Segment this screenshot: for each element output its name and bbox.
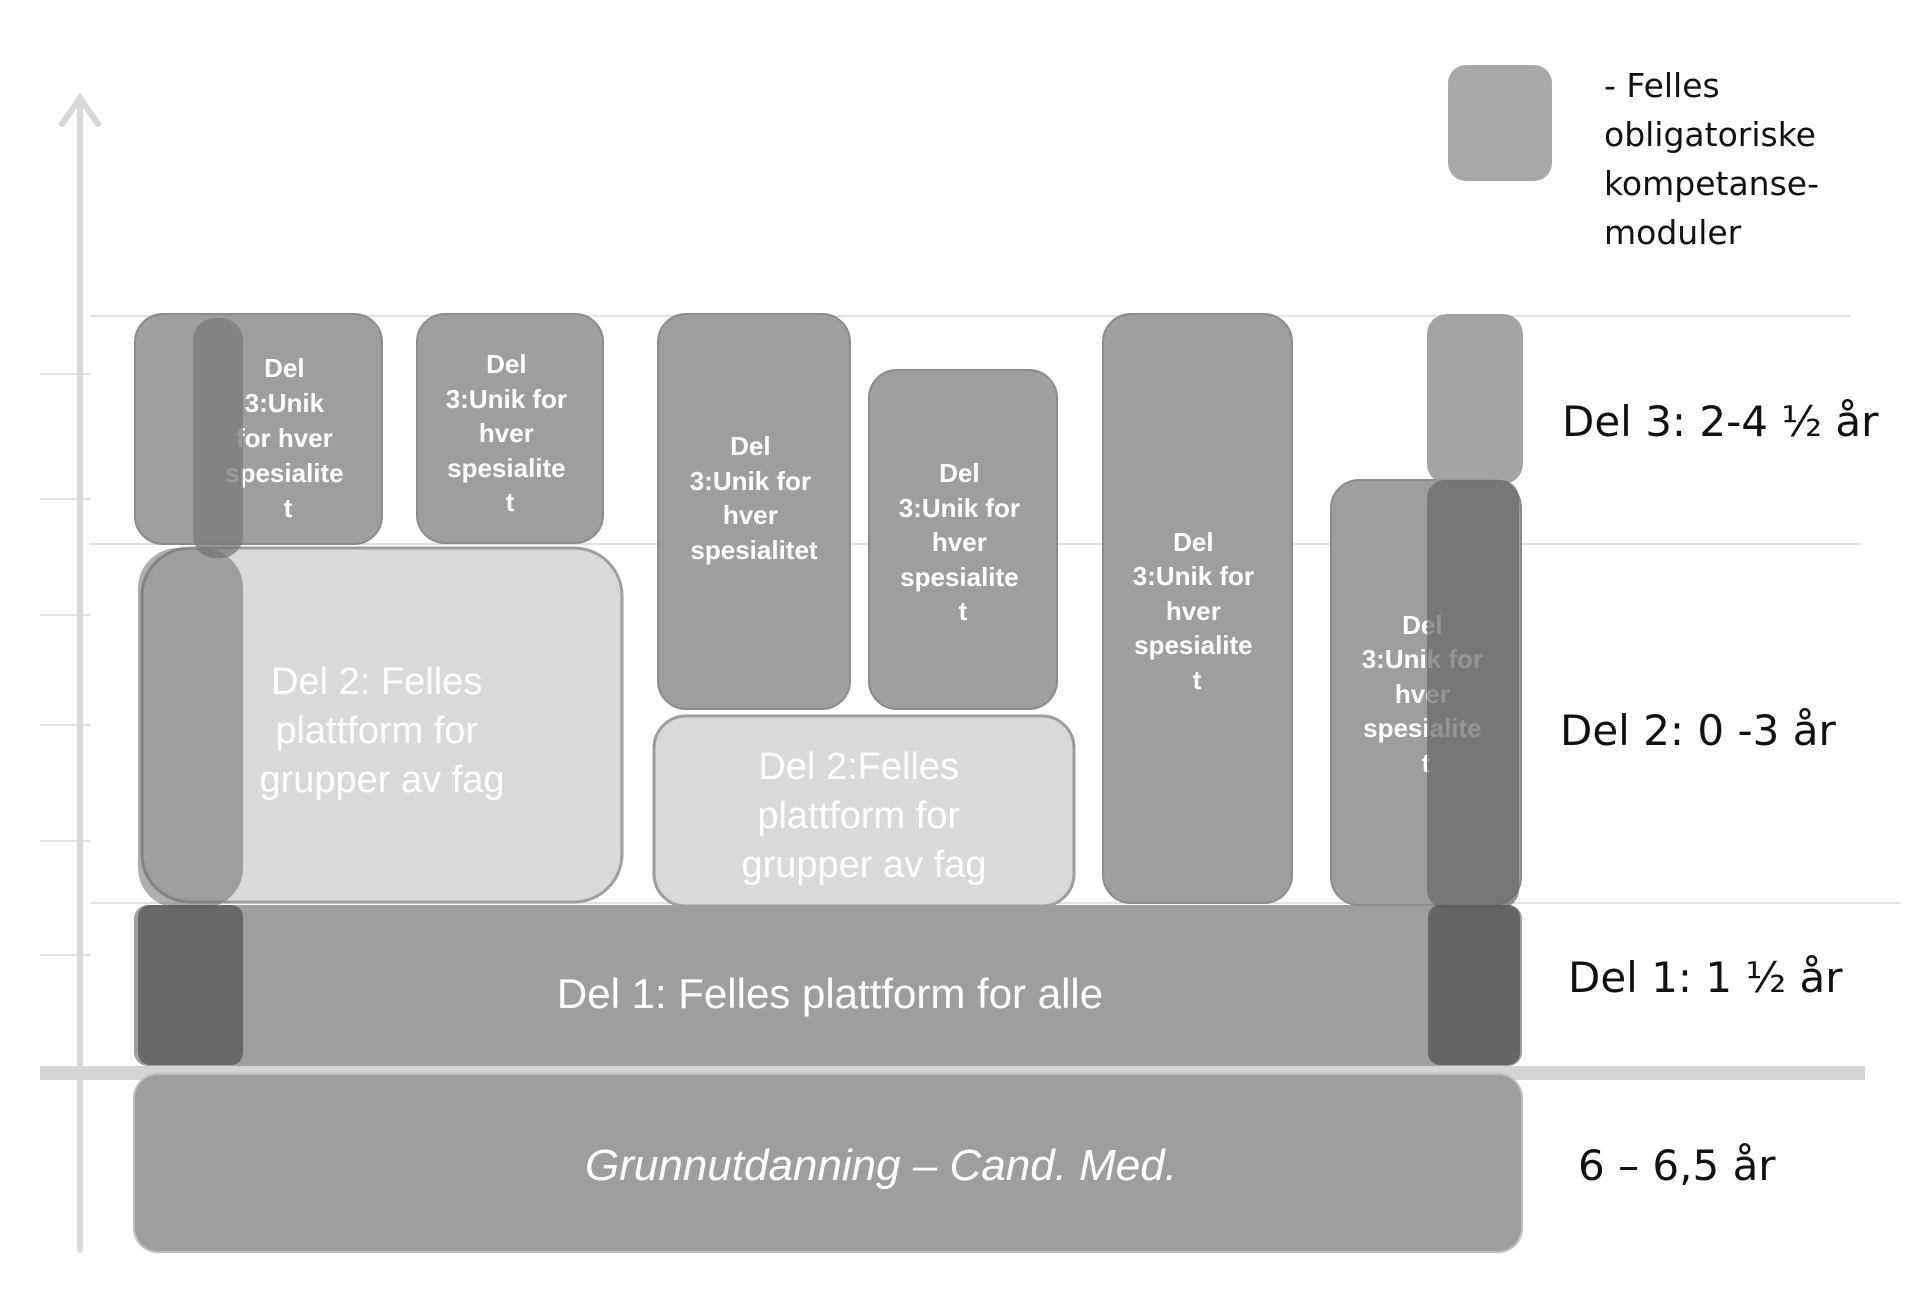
common-module-bar-left (138, 318, 243, 1065)
side-label-del1: Del 1: 1 ½ år (1568, 953, 1843, 1002)
del2-block-b: Del 2:Felles plattform for grupper av fa… (652, 714, 1076, 908)
del1-label: Del 1: Felles plattform for alle (557, 970, 1103, 1017)
grunnutdanning-block: Grunnutdanning – Cand. Med. (133, 1073, 1523, 1253)
legend-swatch (1448, 65, 1552, 181)
del3-block-3: Del 3:Unik for hver spesialitet (657, 313, 851, 710)
del3-block-1: Del 3:Unik for hver spesialite t (134, 313, 383, 545)
del1-block: Del 1: Felles plattform for alle (134, 905, 1522, 1066)
del2-block-b-label: Del 2:Felles plattform for grupper av fa… (741, 746, 986, 886)
del3-block-2: Del 3:Unik for hver spesialite t (416, 313, 604, 544)
side-label-del3: Del 3: 2-4 ½ år (1562, 397, 1879, 446)
del3-block-2-label: Del 3:Unik for hver spesialite t (446, 349, 575, 517)
del3-block-5: Del 3:Unik for hver spesialite t (1102, 313, 1293, 904)
del3-block-1-label: Del 3:Unik for hver spesialite t (225, 353, 351, 523)
y-axis-arrow (59, 92, 101, 1253)
common-module-bar-right (1427, 314, 1523, 1065)
del2-block-a-label: Del 2: Felles plattform for grupper av f… (259, 661, 504, 801)
del3-block-4-label: Del 3:Unik for hver spesialite t (899, 458, 1028, 626)
del3-block-4: Del 3:Unik for hver spesialite t (868, 369, 1058, 710)
grunnutdanning-label: Grunnutdanning – Cand. Med. (585, 1141, 1177, 1190)
side-label-del2: Del 2: 0 -3 år (1560, 706, 1836, 755)
legend: - Felles obligatoriske kompetanse- modul… (1448, 65, 1830, 252)
del2-block-a: Del 2: Felles plattform for grupper av f… (140, 546, 624, 904)
legend-text: - Felles obligatoriske kompetanse- modul… (1604, 66, 1830, 252)
del3-block-5-label: Del 3:Unik for hver spesialite t (1133, 527, 1262, 695)
del3-block-3-label: Del 3:Unik for hver spesialitet (690, 431, 819, 565)
side-label-grunn: 6 – 6,5 år (1578, 1141, 1776, 1190)
